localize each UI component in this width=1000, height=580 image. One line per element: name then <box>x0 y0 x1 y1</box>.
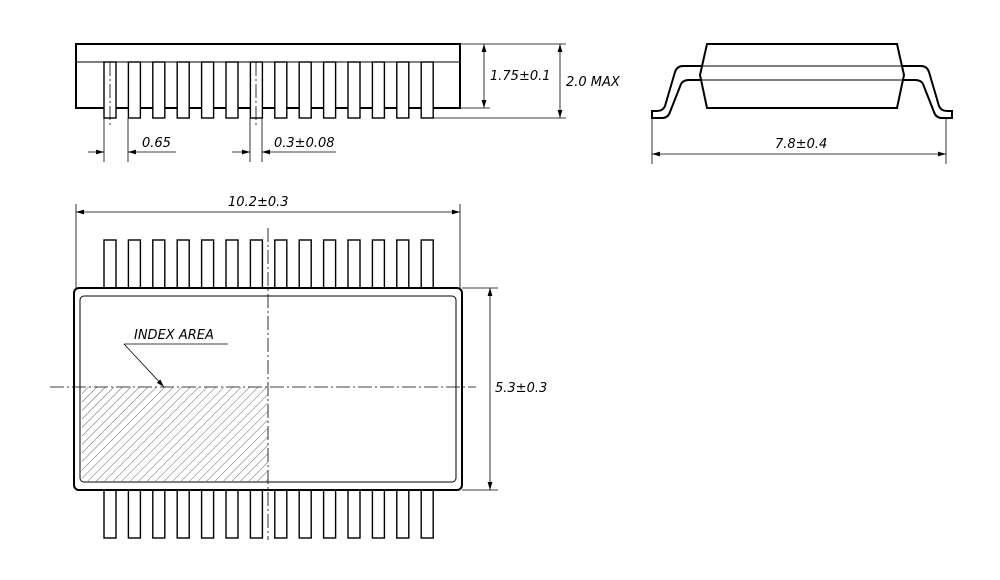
bottom-lead <box>176 489 190 539</box>
front-view: 1.75±0.1 2.0 MAX 0.65 0.3±0.08 <box>75 43 621 162</box>
front-view-lead <box>371 61 386 119</box>
index-area-label: INDEX AREA <box>134 328 214 343</box>
top-lead <box>225 239 239 289</box>
top-lead <box>371 239 386 289</box>
top-view-leads <box>103 239 434 289</box>
top-lead <box>298 239 312 289</box>
front-view-body <box>75 43 461 109</box>
front-view-lead <box>347 61 361 119</box>
top-view-body-outer <box>73 287 463 491</box>
overall-width-label: 7.8±0.4 <box>775 137 827 152</box>
side-view-body <box>698 43 906 109</box>
front-view-lead <box>274 61 288 119</box>
body-length-label: 10.2±0.3 <box>228 195 289 210</box>
bottom-lead <box>127 489 142 539</box>
top-lead <box>420 239 434 289</box>
bottom-lead <box>347 489 361 539</box>
top-lead <box>176 239 190 289</box>
lead-width-label: 0.3±0.08 <box>274 136 335 151</box>
bottom-lead <box>322 489 337 539</box>
top-view: 10.2±0.3 INDEX AREA 5.3±0.3 <box>50 195 547 540</box>
bottom-lead <box>152 489 166 539</box>
front-view-lead <box>298 61 312 119</box>
front-view-lead <box>396 61 410 119</box>
height-max-label: 2.0 MAX <box>566 75 621 90</box>
side-view-lead-right <box>902 65 953 119</box>
top-lead <box>274 239 288 289</box>
height-body-label: 1.75±0.1 <box>490 69 551 84</box>
top-lead <box>396 239 410 289</box>
front-view-lead <box>127 61 142 119</box>
bottom-lead <box>371 489 386 539</box>
side-view: 7.8±0.4 <box>651 43 953 164</box>
top-lead <box>127 239 142 289</box>
index-area-hatch <box>82 387 268 481</box>
top-lead <box>347 239 361 289</box>
bottom-lead <box>103 489 117 539</box>
bottom-lead <box>225 489 239 539</box>
body-width-label: 5.3±0.3 <box>495 381 547 396</box>
top-lead <box>249 239 264 289</box>
top-lead <box>322 239 337 289</box>
top-lead <box>152 239 166 289</box>
bottom-lead <box>274 489 288 539</box>
front-view-lead <box>200 61 215 119</box>
front-view-leads <box>103 61 434 119</box>
index-area-leader <box>123 343 165 388</box>
top-lead <box>103 239 117 289</box>
side-view-lead-left <box>651 65 702 119</box>
bottom-view-leads <box>103 489 434 539</box>
bottom-lead <box>200 489 215 539</box>
front-view-lead <box>225 61 239 119</box>
bottom-lead <box>249 489 264 539</box>
pitch-label: 0.65 <box>142 136 171 151</box>
front-view-lead <box>176 61 190 119</box>
bottom-lead <box>298 489 312 539</box>
top-lead <box>200 239 215 289</box>
front-view-lead <box>152 61 166 119</box>
bottom-lead <box>420 489 434 539</box>
front-view-lead <box>322 61 337 119</box>
front-view-lead <box>420 61 434 119</box>
bottom-lead <box>396 489 410 539</box>
